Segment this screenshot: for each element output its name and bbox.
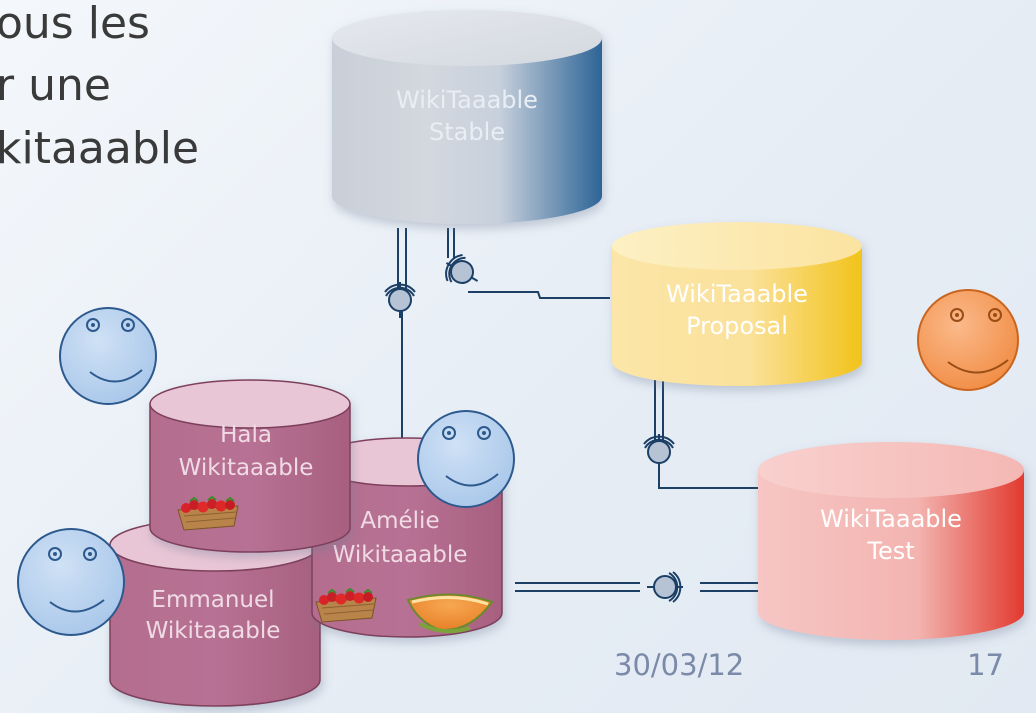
database-stable [332, 10, 602, 224]
hala-db-label-line-1: Hala [220, 422, 272, 448]
stable-db-label-line-2: Stable [429, 118, 505, 146]
amelie-db-label-line-2: Wikitaaable [333, 542, 468, 568]
intro-text-line-3: kitaaable [0, 123, 199, 174]
test-db-label-line-2: Test [866, 537, 914, 565]
footer-date: 30/03/12 [614, 648, 744, 682]
smiley-face-icon [417, 410, 515, 508]
connector-plug-icon [437, 249, 487, 295]
intro-text-line-2: r une [0, 60, 111, 111]
emmanuel-db-label-line-2: Wikitaaable [146, 618, 281, 644]
melon-icon [406, 593, 494, 634]
emmanuel-db-label-line-1: Emmanuel [151, 587, 274, 613]
proposal-db-label-line-2: Proposal [686, 312, 788, 340]
intro-text-line-1: ous les [0, 0, 150, 49]
smiley-face-icon [17, 528, 125, 636]
footer-page-number: 17 [967, 648, 1004, 682]
database-proposal [612, 222, 862, 386]
connector-plug-icon [646, 571, 684, 603]
stable-db-label-line-1: WikiTaaable [396, 86, 538, 114]
database-test [758, 442, 1024, 640]
amelie-db-label-line-1: Amélie [360, 508, 439, 534]
smiley-face-icon [917, 289, 1019, 391]
connector-plug-icon [643, 433, 675, 471]
hala-db-label-line-2: Wikitaaable [179, 455, 314, 481]
proposal-db-label-line-1: WikiTaaable [666, 280, 808, 308]
smiley-face-icon [59, 307, 157, 405]
test-db-label-line-1: WikiTaaable [820, 505, 962, 533]
connector-plug-icon [384, 281, 416, 319]
